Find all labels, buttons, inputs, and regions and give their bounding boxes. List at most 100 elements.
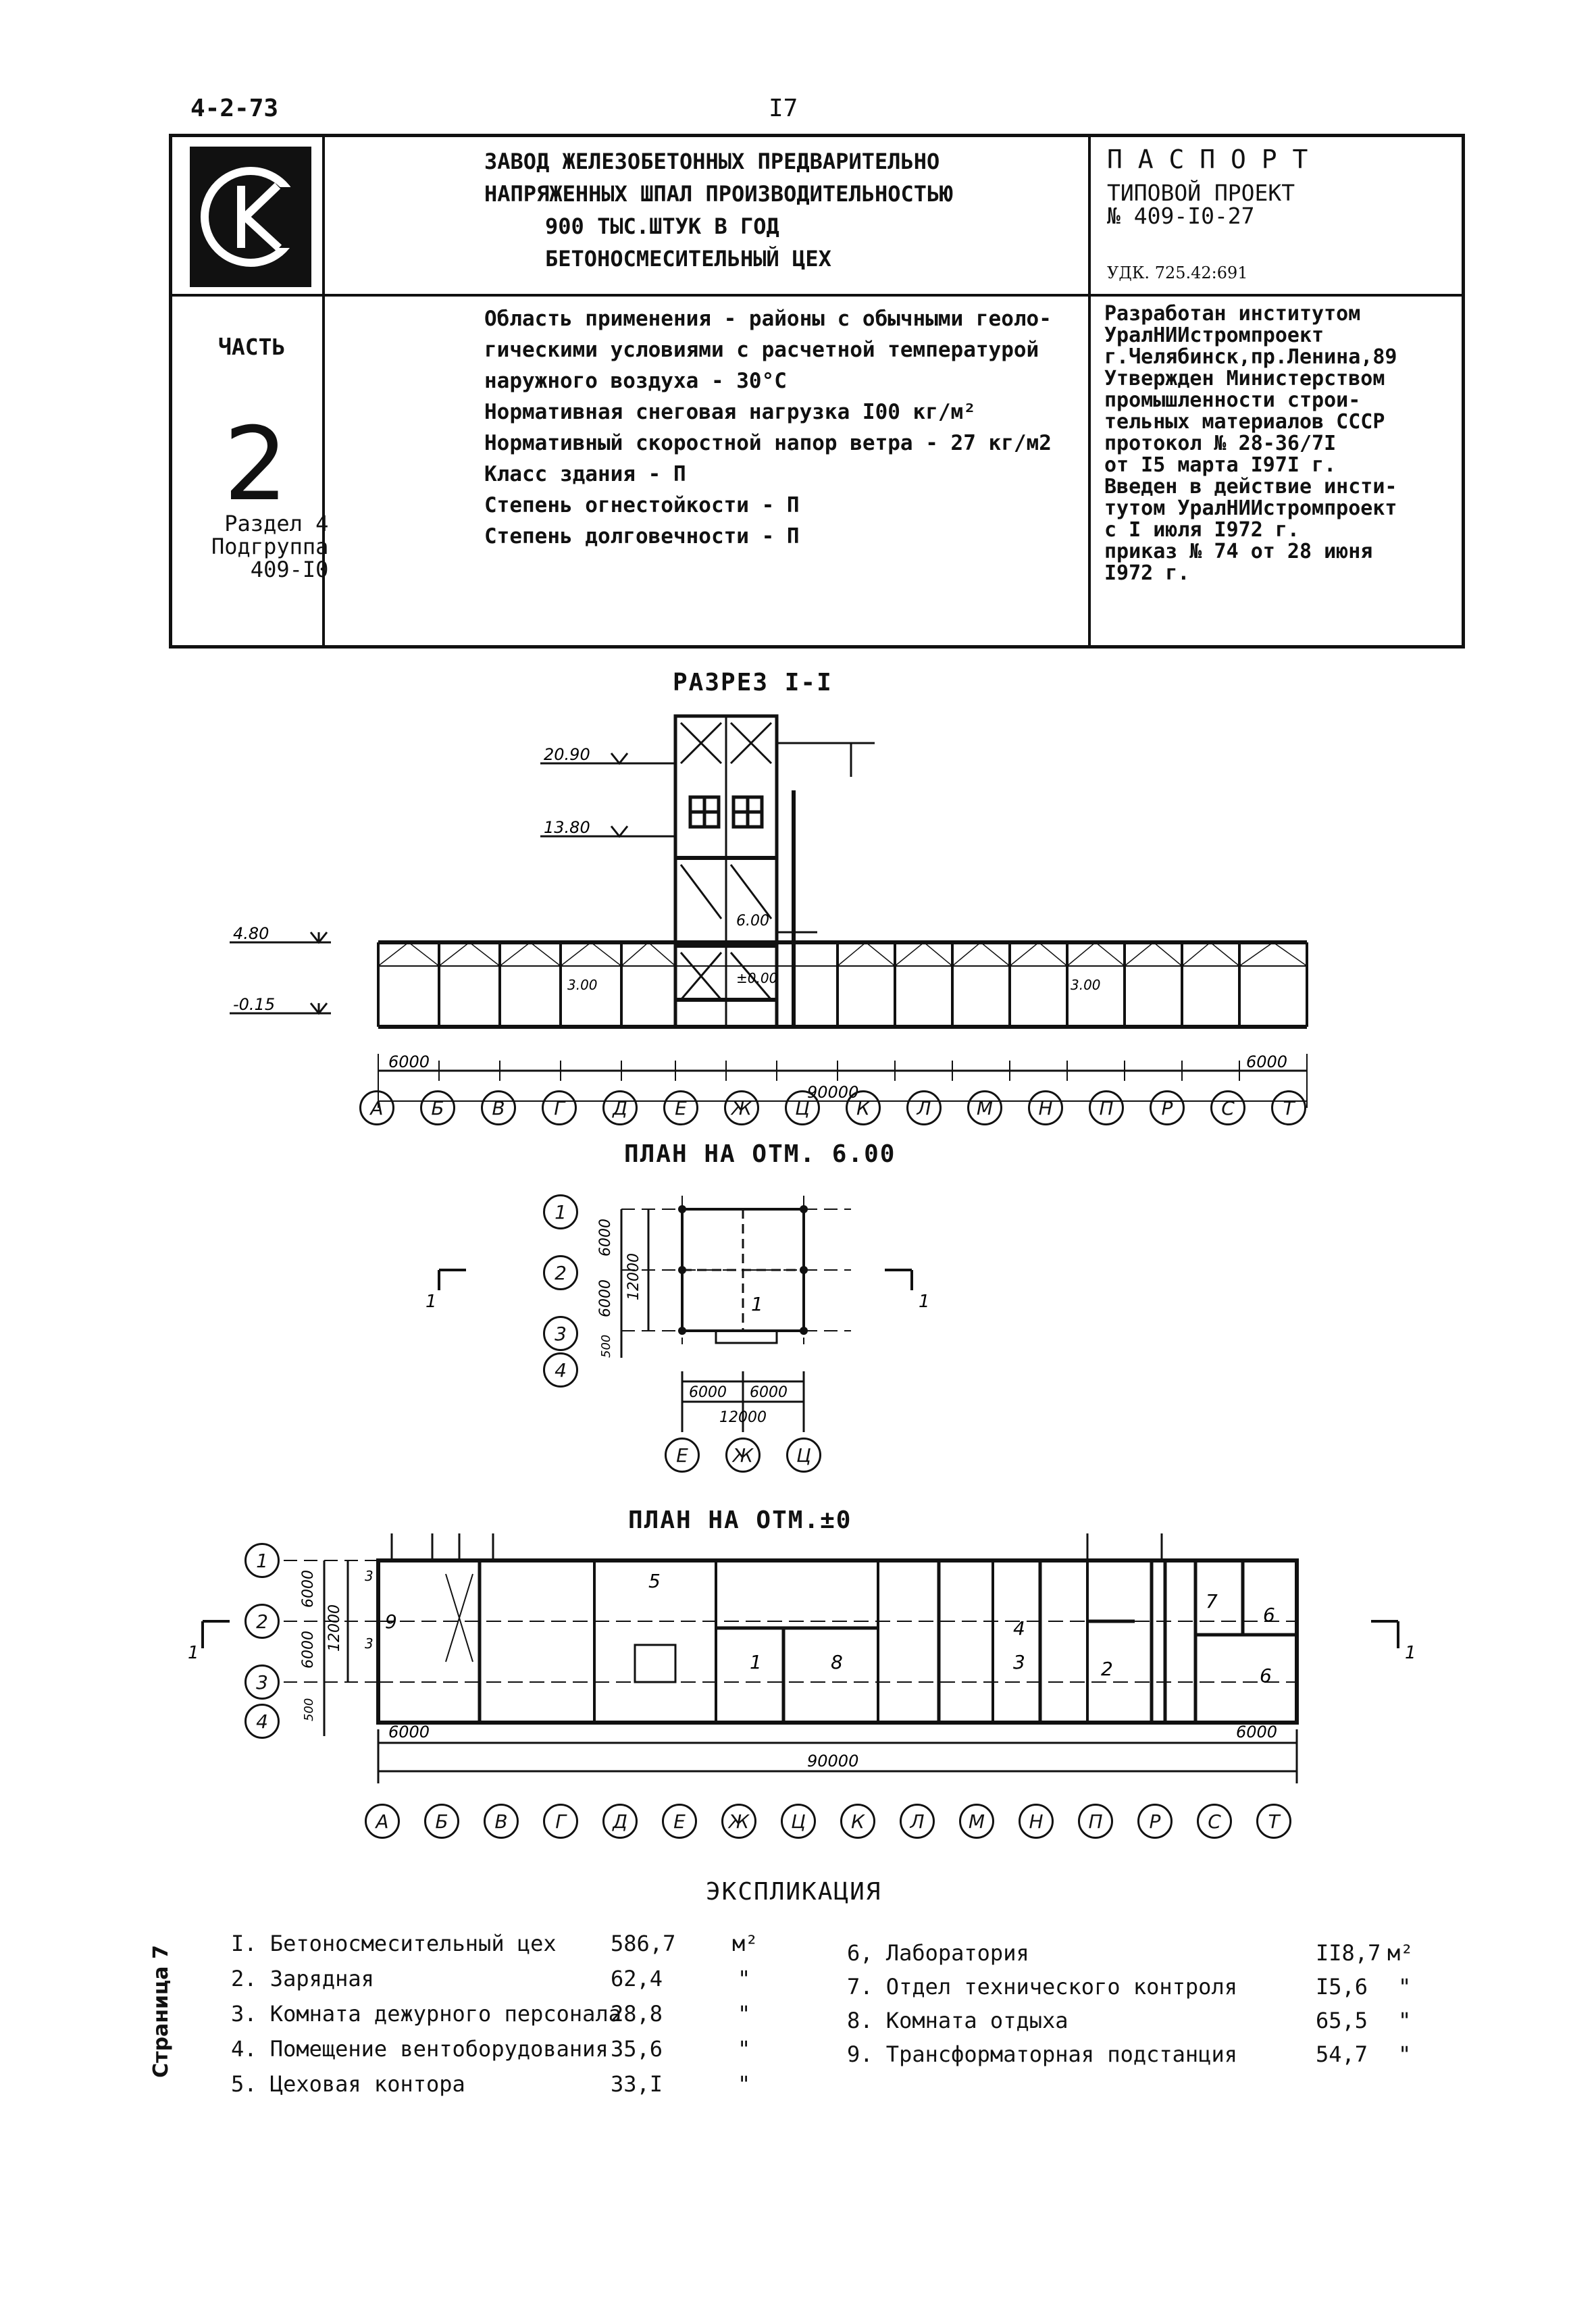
- window-icon: [688, 795, 764, 829]
- spec-line-6: Класс здания - П: [484, 462, 686, 486]
- plan600-dim-500: 500: [599, 1335, 613, 1358]
- level-3-00-left: 3.00: [567, 977, 598, 993]
- axis-marker: М: [967, 1090, 1002, 1125]
- axis-marker: Г: [542, 1090, 577, 1125]
- axis-marker: П: [1089, 1090, 1124, 1125]
- axis-marker: Л: [900, 1804, 935, 1839]
- row-marker-1: 1: [543, 1194, 578, 1229]
- project-type: ТИПОВОЙ ПРОЕКТ: [1107, 180, 1295, 206]
- section-line-3: 409-I0: [250, 557, 329, 582]
- expl-area: 28,8: [611, 2001, 663, 2027]
- room-number: 2: [1101, 1658, 1113, 1680]
- page-number: I7: [769, 95, 798, 122]
- room-number: 9: [385, 1610, 397, 1633]
- cut-mark-left: 1: [188, 1643, 199, 1663]
- room-number: 8: [831, 1651, 843, 1673]
- axis-marker: Т: [1256, 1804, 1291, 1839]
- expl-row: I. Бетоносмесительный цех: [231, 1931, 557, 1956]
- col-marker-e: Е: [665, 1438, 700, 1473]
- plan600-dim-h-6000-b: 6000: [750, 1384, 788, 1401]
- expl-area: II8,7: [1316, 1940, 1381, 1966]
- row-marker-2: 2: [543, 1255, 578, 1290]
- level-20-90: 20.90: [544, 745, 590, 764]
- axis-marker: Е: [663, 1090, 698, 1125]
- row-marker-3: 3: [244, 1664, 280, 1700]
- expl-unit: ": [738, 1966, 751, 1991]
- dev-line-10: тутом УралНИИстромпроект: [1104, 497, 1397, 520]
- dev-line-6: тельных материалов СССР: [1104, 410, 1385, 434]
- expl-area: 33,I: [611, 2071, 663, 2097]
- col-marker-ts: Ц: [786, 1438, 821, 1473]
- title-line-1: ЗАВОД ЖЕЛЕЗОБЕТОННЫХ ПРЕДВАРИТЕЛЬНО: [484, 149, 940, 174]
- spec-line-2: гическими условиями с расчетной температ…: [484, 338, 1039, 362]
- row-marker-4: 4: [244, 1704, 280, 1739]
- plan600-room-1: 1: [751, 1293, 763, 1315]
- section-line-2: Подгруппа: [211, 534, 329, 559]
- axis-marker: В: [484, 1804, 519, 1839]
- expl-area: 62,4: [611, 1966, 663, 1991]
- axis-marker: Г: [543, 1804, 578, 1839]
- room-number: 1: [750, 1651, 762, 1673]
- expl-unit: м²: [732, 1931, 758, 1956]
- axis-marker: Н: [1019, 1804, 1054, 1839]
- dev-line-7: протокол № 28-36/7I: [1104, 432, 1337, 455]
- axis-marker: Ц: [781, 1804, 816, 1839]
- axis-marker: Ж: [724, 1090, 759, 1125]
- level-13-80: 13.80: [544, 818, 590, 837]
- expl-unit: м²: [1387, 1940, 1414, 1966]
- axis-marker: В: [481, 1090, 516, 1125]
- plan600-dim-h-12000: 12000: [719, 1409, 767, 1426]
- plan600-dim-h-6000-a: 6000: [689, 1384, 727, 1401]
- row-marker-1: 1: [244, 1543, 280, 1578]
- axis-marker: К: [840, 1804, 875, 1839]
- udk-code: УДК. 725.42:691: [1107, 263, 1248, 282]
- part-label: ЧАСТЬ: [218, 334, 286, 360]
- plan000-dim-500: 500: [302, 1698, 316, 1721]
- cut-mark-left: 1: [426, 1292, 437, 1312]
- plan-600-drawing: 6000 6000 12000 500 6000 6000 12000 1 1 …: [426, 1196, 930, 1432]
- expl-unit: ": [738, 2071, 751, 2097]
- explication-title: ЭКСПЛИКАЦИЯ: [706, 1878, 882, 1906]
- passport-label: П А С П О Р Т: [1107, 145, 1308, 174]
- row-marker-2: 2: [244, 1604, 280, 1639]
- plan000-dim-6000-right: 6000: [1236, 1723, 1277, 1742]
- expl-area: 65,5: [1316, 2008, 1368, 2033]
- axis-marker: Р: [1150, 1090, 1185, 1125]
- axis-marker: Р: [1137, 1804, 1173, 1839]
- expl-row: 2. Зарядная: [231, 1966, 374, 1991]
- room-number: 4: [1013, 1617, 1025, 1640]
- expl-row: 5. Цеховая контора: [231, 2071, 465, 2097]
- axis-marker: Б: [424, 1804, 459, 1839]
- title-line-4: БЕТОНОСМЕСИТЕЛЬНЫЙ ЦЕХ: [545, 246, 831, 272]
- dev-line-11: с I июля I972 г.: [1104, 518, 1299, 542]
- axis-marker: П: [1078, 1804, 1113, 1839]
- expl-row: 7. Отдел технического контроля: [847, 1974, 1237, 2000]
- dev-line-3: г.Челябинск,пр.Ленина,89: [1104, 345, 1397, 369]
- axis-marker: С: [1197, 1804, 1232, 1839]
- room-number: 3: [1013, 1651, 1025, 1673]
- dev-line-8: от I5 марта I97I г.: [1104, 453, 1337, 477]
- spec-line-3: наружного воздуха - 30°C: [484, 369, 787, 393]
- col-marker-zh: Ж: [725, 1438, 761, 1473]
- plan000-axis-row: А Б В Г Д Е Ж Ц К Л М Н П Р С Т: [365, 1804, 1324, 1844]
- axis-marker: С: [1210, 1090, 1245, 1125]
- room-number: 5: [648, 1570, 661, 1592]
- plan-000-drawing: 6000 6000 12000 500 6000 6000 90000 9 5 …: [188, 1533, 1416, 1783]
- axis-marker: М: [959, 1804, 994, 1839]
- level-minus-0-15: -0.15: [233, 995, 275, 1014]
- expl-unit: ": [1398, 1974, 1412, 2000]
- document-code: 4-2-73: [190, 95, 279, 122]
- axis-marker: Ц: [785, 1090, 820, 1125]
- room-number: 7: [1206, 1590, 1218, 1612]
- axis-marker: Д: [602, 1090, 638, 1125]
- title-line-2: НАПРЯЖЕННЫХ ШПАЛ ПРОИЗВОДИТЕЛЬНОСТЬЮ: [484, 181, 953, 207]
- dev-line-12: приказ № 74 от 28 июня: [1104, 540, 1373, 563]
- expl-area: 586,7: [611, 1931, 676, 1956]
- expl-area: 35,6: [611, 2036, 663, 2062]
- axis-marker: Е: [662, 1804, 697, 1839]
- expl-unit: ": [738, 2001, 751, 2027]
- spec-line-4: Нормативная снеговая нагрузка I00 кг/м²: [484, 400, 976, 424]
- plan000-dim-6000-b: 6000: [300, 1631, 317, 1669]
- plan600-dim-12000: 12000: [625, 1253, 642, 1300]
- dim-6000-left: 6000: [388, 1052, 430, 1071]
